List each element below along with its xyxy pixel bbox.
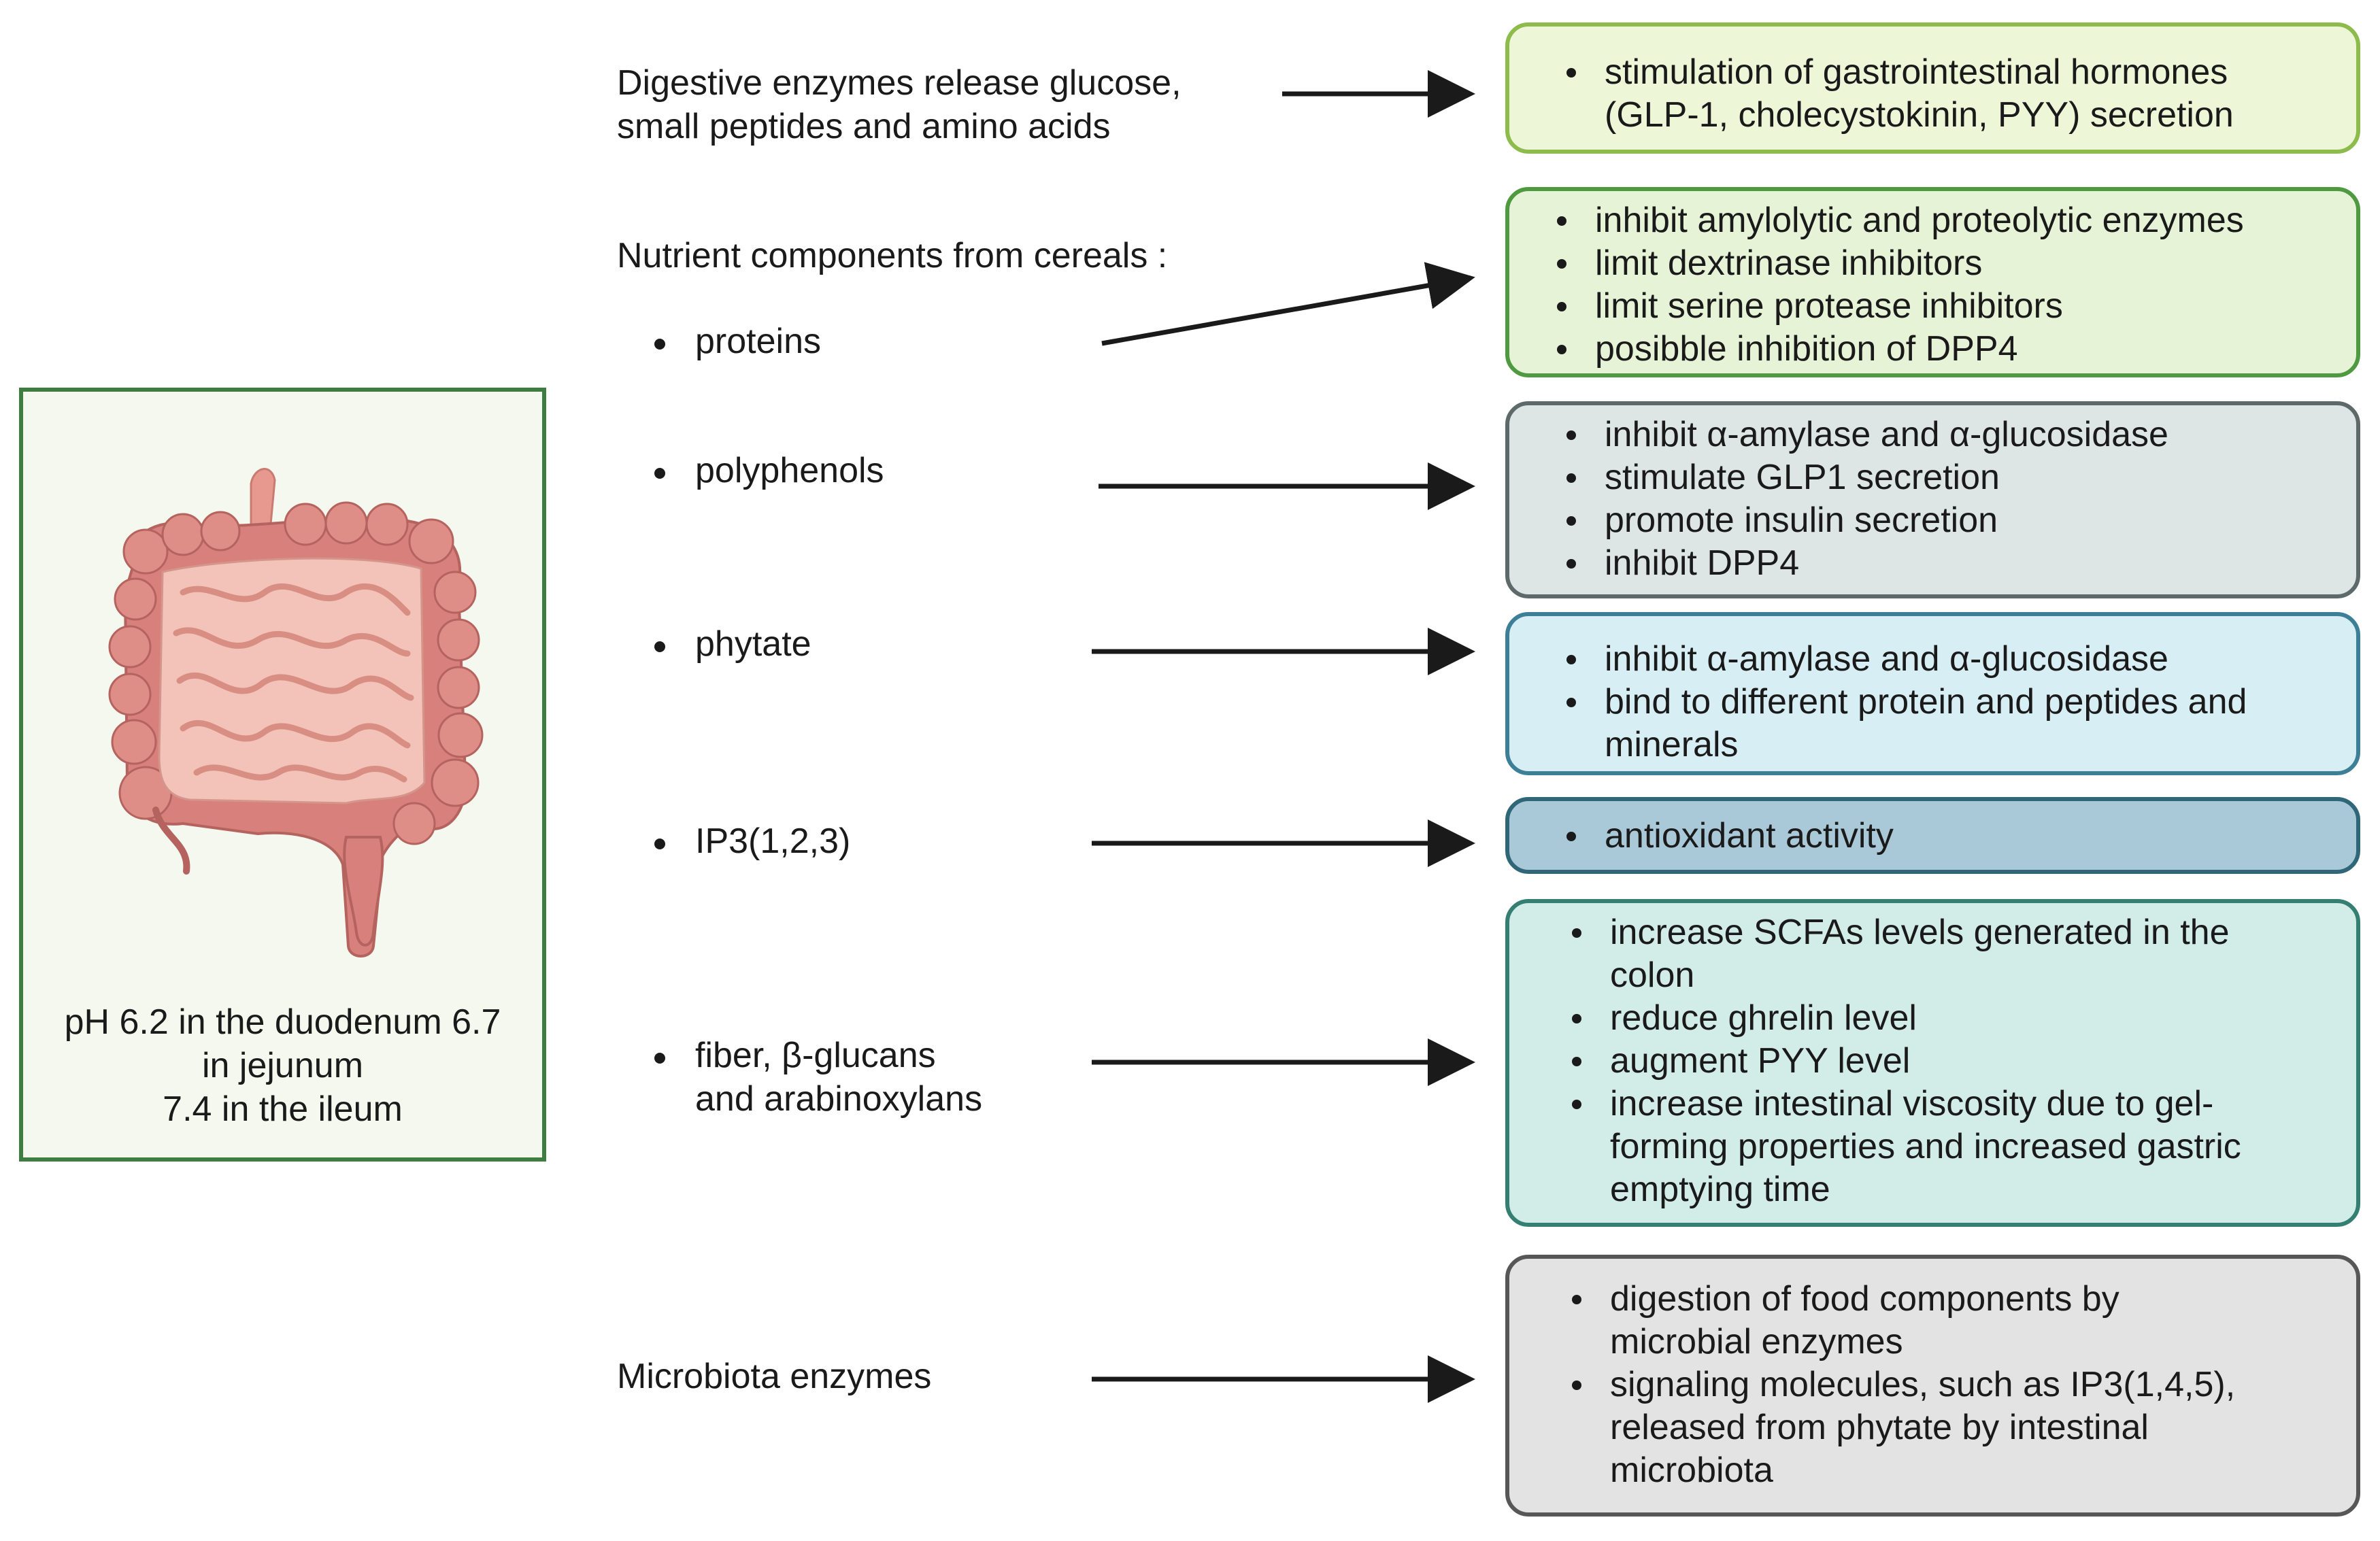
source-label: and arabinoxylans xyxy=(695,1079,983,1119)
effect-box-fiber: increase SCFAs levels generated in the c… xyxy=(1505,899,2360,1227)
ph-caption-line: 7.4 in the ileum xyxy=(163,1089,403,1129)
nutrient-components-header: Nutrient components from cereals : xyxy=(617,236,1168,275)
intestine-panel: pH 6.2 in the duodenum 6.7 in jejunum 7.… xyxy=(19,388,546,1162)
intestine-icon xyxy=(108,468,484,958)
effect-item: inhibit α-amylase and α-glucosidase xyxy=(1566,413,2343,456)
effect-line: augment PYY level xyxy=(1610,1041,1911,1081)
effect-line: increase intestinal viscosity due to gel… xyxy=(1610,1084,2214,1123)
effect-item: increase SCFAs levels generated in the c… xyxy=(1572,911,2343,997)
effect-line: inhibit DPP4 xyxy=(1605,543,1800,583)
effect-item: signaling molecules, such as IP3(1,4,5),… xyxy=(1572,1364,2343,1492)
label-line: small peptides and amino acids xyxy=(617,107,1111,146)
effect-box-proteins: inhibit amylolytic and proteolytic enzym… xyxy=(1505,187,2360,377)
microbiota-enzymes-label: Microbiota enzymes xyxy=(617,1357,932,1396)
effect-line: microbiota xyxy=(1610,1451,1773,1490)
bullet-dot xyxy=(654,1053,665,1064)
effect-line: limit dextrinase inhibitors xyxy=(1595,243,1983,283)
effect-item: promote insulin secretion xyxy=(1566,499,2343,542)
digestive-enzymes-label: Digestive enzymes release glucose, small… xyxy=(617,61,1181,148)
bullet-dot xyxy=(654,339,665,350)
ph-caption-line: in jejunum xyxy=(201,1046,364,1085)
ph-caption-line: pH 6.2 in the duodenum 6.7 xyxy=(64,1002,501,1042)
bullet-dot xyxy=(654,468,665,479)
effect-item: stimulate GLP1 secretion xyxy=(1566,456,2343,499)
source-label: polyphenols xyxy=(695,451,884,490)
effect-item: inhibit α-amylase and α-glucosidase xyxy=(1566,638,2343,681)
effect-item: inhibit amylolytic and proteolytic enzym… xyxy=(1557,199,2343,242)
effect-line: stimulate GLP1 secretion xyxy=(1605,458,2000,497)
source-label: phytate xyxy=(695,624,811,664)
effect-line: minerals xyxy=(1605,725,1739,764)
effect-item: limit serine protease inhibitors xyxy=(1557,285,2343,328)
label-line: Digestive enzymes release glucose, xyxy=(617,63,1181,103)
effect-item: increase intestinal viscosity due to gel… xyxy=(1572,1083,2343,1211)
effect-item: reduce ghrelin level xyxy=(1572,997,2343,1040)
effect-line: digestion of food components by xyxy=(1610,1279,2119,1319)
effect-item: stimulation of gastrointestinal hormones… xyxy=(1566,51,2343,137)
effect-line: inhibit α-amylase and α-glucosidase xyxy=(1605,639,2168,679)
effect-line: microbial enzymes xyxy=(1610,1322,1903,1361)
effect-line: promote insulin secretion xyxy=(1605,501,1998,540)
source-label: fiber, β-glucans xyxy=(695,1036,936,1075)
effect-item: augment PYY level xyxy=(1572,1040,2343,1083)
effect-box-ip3: antioxidant activity xyxy=(1505,797,2360,874)
effect-item: limit dextrinase inhibitors xyxy=(1557,242,2343,285)
effect-line: increase SCFAs levels generated in the xyxy=(1610,913,2230,952)
arrow-proteins xyxy=(1101,262,1475,346)
effect-line: stimulation of gastrointestinal hormones xyxy=(1605,52,2228,92)
effect-box-phytate: inhibit α-amylase and α-glucosidase bind… xyxy=(1505,612,2360,775)
effect-box-hormones: stimulation of gastrointestinal hormones… xyxy=(1505,22,2360,154)
source-label: IP3(1,2,3) xyxy=(695,822,851,861)
effect-line: bind to different protein and peptides a… xyxy=(1605,682,2247,722)
effect-line: reduce ghrelin level xyxy=(1610,998,1917,1038)
effect-line: inhibit α-amylase and α-glucosidase xyxy=(1605,415,2168,454)
effect-box-microbiota: digestion of food components by microbia… xyxy=(1505,1255,2360,1517)
source-label: proteins xyxy=(695,322,821,361)
effect-line: antioxidant activity xyxy=(1605,816,1894,856)
bullet-dot xyxy=(654,641,665,652)
effect-line: (GLP-1, cholecystokinin, PYY) secretion xyxy=(1605,95,2234,135)
effect-line: signaling molecules, such as IP3(1,4,5), xyxy=(1610,1365,2236,1404)
effect-line: limit serine protease inhibitors xyxy=(1595,286,2063,326)
effect-line: emptying time xyxy=(1610,1170,1830,1209)
effect-item: bind to different protein and peptides a… xyxy=(1566,681,2343,766)
effect-item: inhibit DPP4 xyxy=(1566,542,2343,585)
bullet-dot xyxy=(654,839,665,849)
effect-line: posibble inhibition of DPP4 xyxy=(1595,329,2018,369)
effect-item: antioxidant activity xyxy=(1566,815,2343,858)
effect-item: posibble inhibition of DPP4 xyxy=(1557,328,2343,371)
effect-line: forming properties and increased gastric xyxy=(1610,1127,2241,1166)
effect-line: inhibit amylolytic and proteolytic enzym… xyxy=(1595,201,2244,240)
effect-line: colon xyxy=(1610,955,1695,995)
effect-box-polyphenols: inhibit α-amylase and α-glucosidase stim… xyxy=(1505,401,2360,598)
ph-caption: pH 6.2 in the duodenum 6.7 in jejunum 7.… xyxy=(23,1000,542,1131)
effect-line: released from phytate by intestinal xyxy=(1610,1408,2149,1447)
effect-item: digestion of food components by microbia… xyxy=(1572,1278,2343,1364)
